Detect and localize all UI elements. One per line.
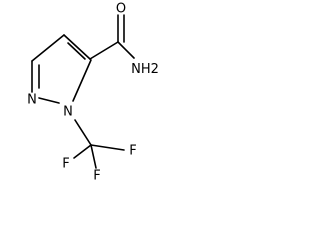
bond-carbonyl-n	[117, 41, 135, 59]
atom-label-substituted-nitrogen: N	[63, 105, 73, 120]
bond-n1-n2	[38, 97, 60, 104]
atom-label-oxygen: O	[116, 2, 126, 17]
bond-n2-cf3	[74, 119, 92, 146]
bond-c4-c3-inner	[67, 42, 86, 60]
atom-label-ring-nitrogen: N	[27, 93, 37, 108]
bond-c4-c3	[63, 34, 91, 60]
bond-c3-carbonyl	[89, 41, 119, 60]
atom-label-fluorine-right: F	[129, 144, 136, 159]
bond-cf3-f2	[90, 144, 125, 151]
molecule-structure: O NH2 N N F F F	[27, 2, 159, 184]
bond-n2-c3	[72, 59, 92, 102]
atom-label-fluorine-left: F	[62, 157, 69, 172]
bond-cf3-f3	[90, 144, 97, 169]
atom-label-amide-nitrogen: NH2	[131, 62, 159, 77]
bond-cf3-f1	[73, 144, 92, 159]
bond-c4-c5	[31, 34, 65, 62]
atom-label-fluorine-bottom: F	[93, 169, 100, 184]
